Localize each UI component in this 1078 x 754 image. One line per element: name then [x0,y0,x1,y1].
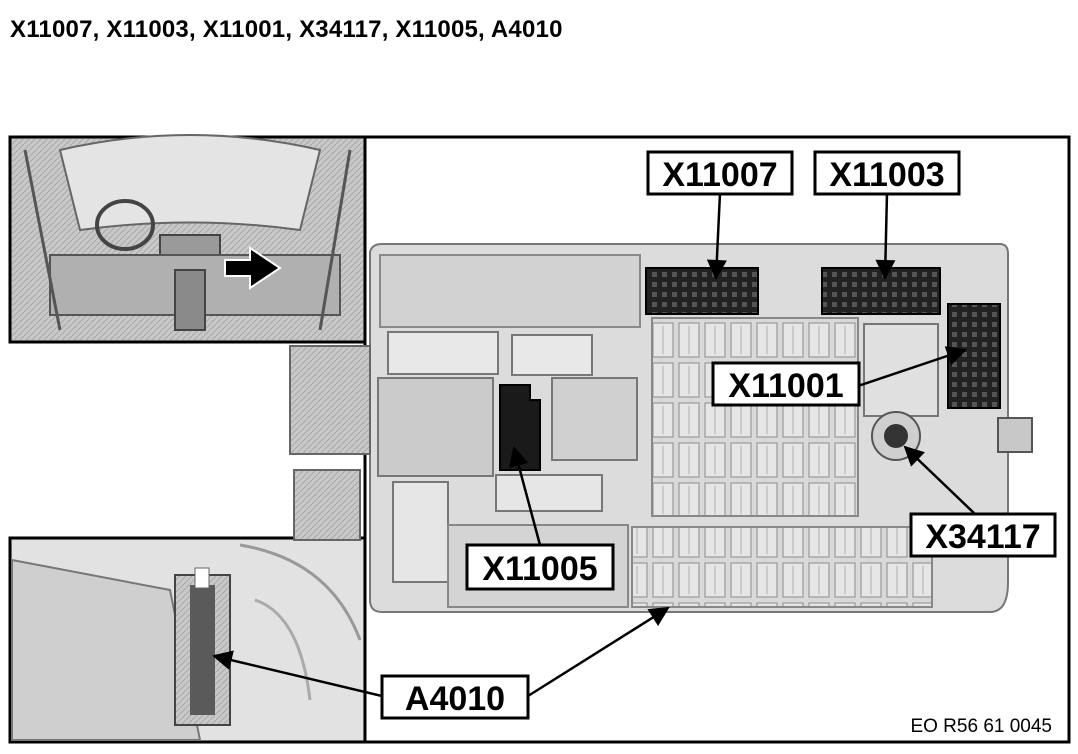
label-x34117: X34117 [925,518,1040,556]
callout-x34117: X34117 [909,512,1057,558]
label-x11001: X11001 [728,367,843,405]
callout-a4010: A4010 [380,674,530,720]
callout-x11007: X11007 [646,150,794,196]
location-arrow-icon [224,246,282,290]
connector-x11003 [821,267,941,315]
figure-reference: EO R56 61 0045 [910,716,1052,737]
leader-x11001 [857,346,967,388]
label-x11003: X11003 [829,156,944,194]
leader-x11007 [706,192,727,280]
leader-a4010-box [527,606,670,698]
leader-lines [212,192,976,698]
callout-x11001: X11001 [711,361,861,407]
label-x11007: X11007 [662,156,777,194]
leader-x11005 [509,446,542,546]
leader-x11003 [875,192,896,280]
inset-interior [8,134,367,344]
connector-x11001 [947,303,1001,409]
callout-x11005: X11005 [465,543,615,591]
connector-x11007 [645,267,759,315]
fuse-box [289,243,1033,613]
label-x11005: X11005 [482,550,597,588]
label-a4010: A4010 [405,680,505,718]
leader-a4010-module [212,650,383,698]
callout-x11003: X11003 [813,150,961,196]
inset-module-location [8,536,367,744]
leader-x34117 [903,445,976,515]
page-title: X11007, X11003, X11001, X34117, X11005, … [10,16,563,43]
